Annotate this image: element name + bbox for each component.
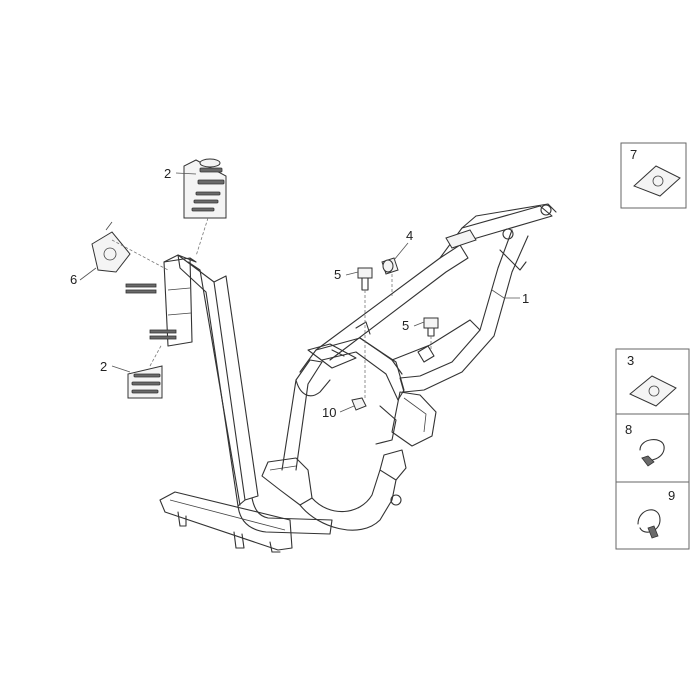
callout-pads-upper: 2	[164, 166, 171, 181]
callout-spacer: 4	[406, 228, 413, 243]
plate	[91, 221, 131, 273]
callout-clamp: 8	[625, 422, 632, 437]
main-frame	[159, 203, 557, 553]
callout-clip-nut-box: 3	[627, 353, 634, 368]
pads-lower	[127, 365, 163, 399]
callout-labels: 1 2 2 3 4 5 5 6 7 8 9 10	[70, 147, 675, 503]
callout-clamp-small: 9	[668, 488, 675, 503]
spacer	[381, 257, 399, 275]
screw-left	[357, 267, 373, 291]
callout-clip-nut-top-box: 7	[630, 147, 637, 162]
detail-box-7	[620, 142, 687, 209]
detail-box-3-8-9	[615, 348, 690, 550]
pads-upper	[183, 158, 227, 219]
callout-frame: 1	[522, 291, 529, 306]
callout-plate: 6	[70, 272, 77, 287]
callout-screw-right: 5	[402, 318, 409, 333]
screw-right	[423, 317, 439, 337]
callout-screw-left: 5	[334, 267, 341, 282]
leader-lines	[79, 172, 520, 413]
callout-pads-lower: 2	[100, 359, 107, 374]
head-tube-pads	[125, 283, 177, 340]
nut	[351, 397, 367, 411]
callout-nut: 10	[322, 405, 336, 420]
